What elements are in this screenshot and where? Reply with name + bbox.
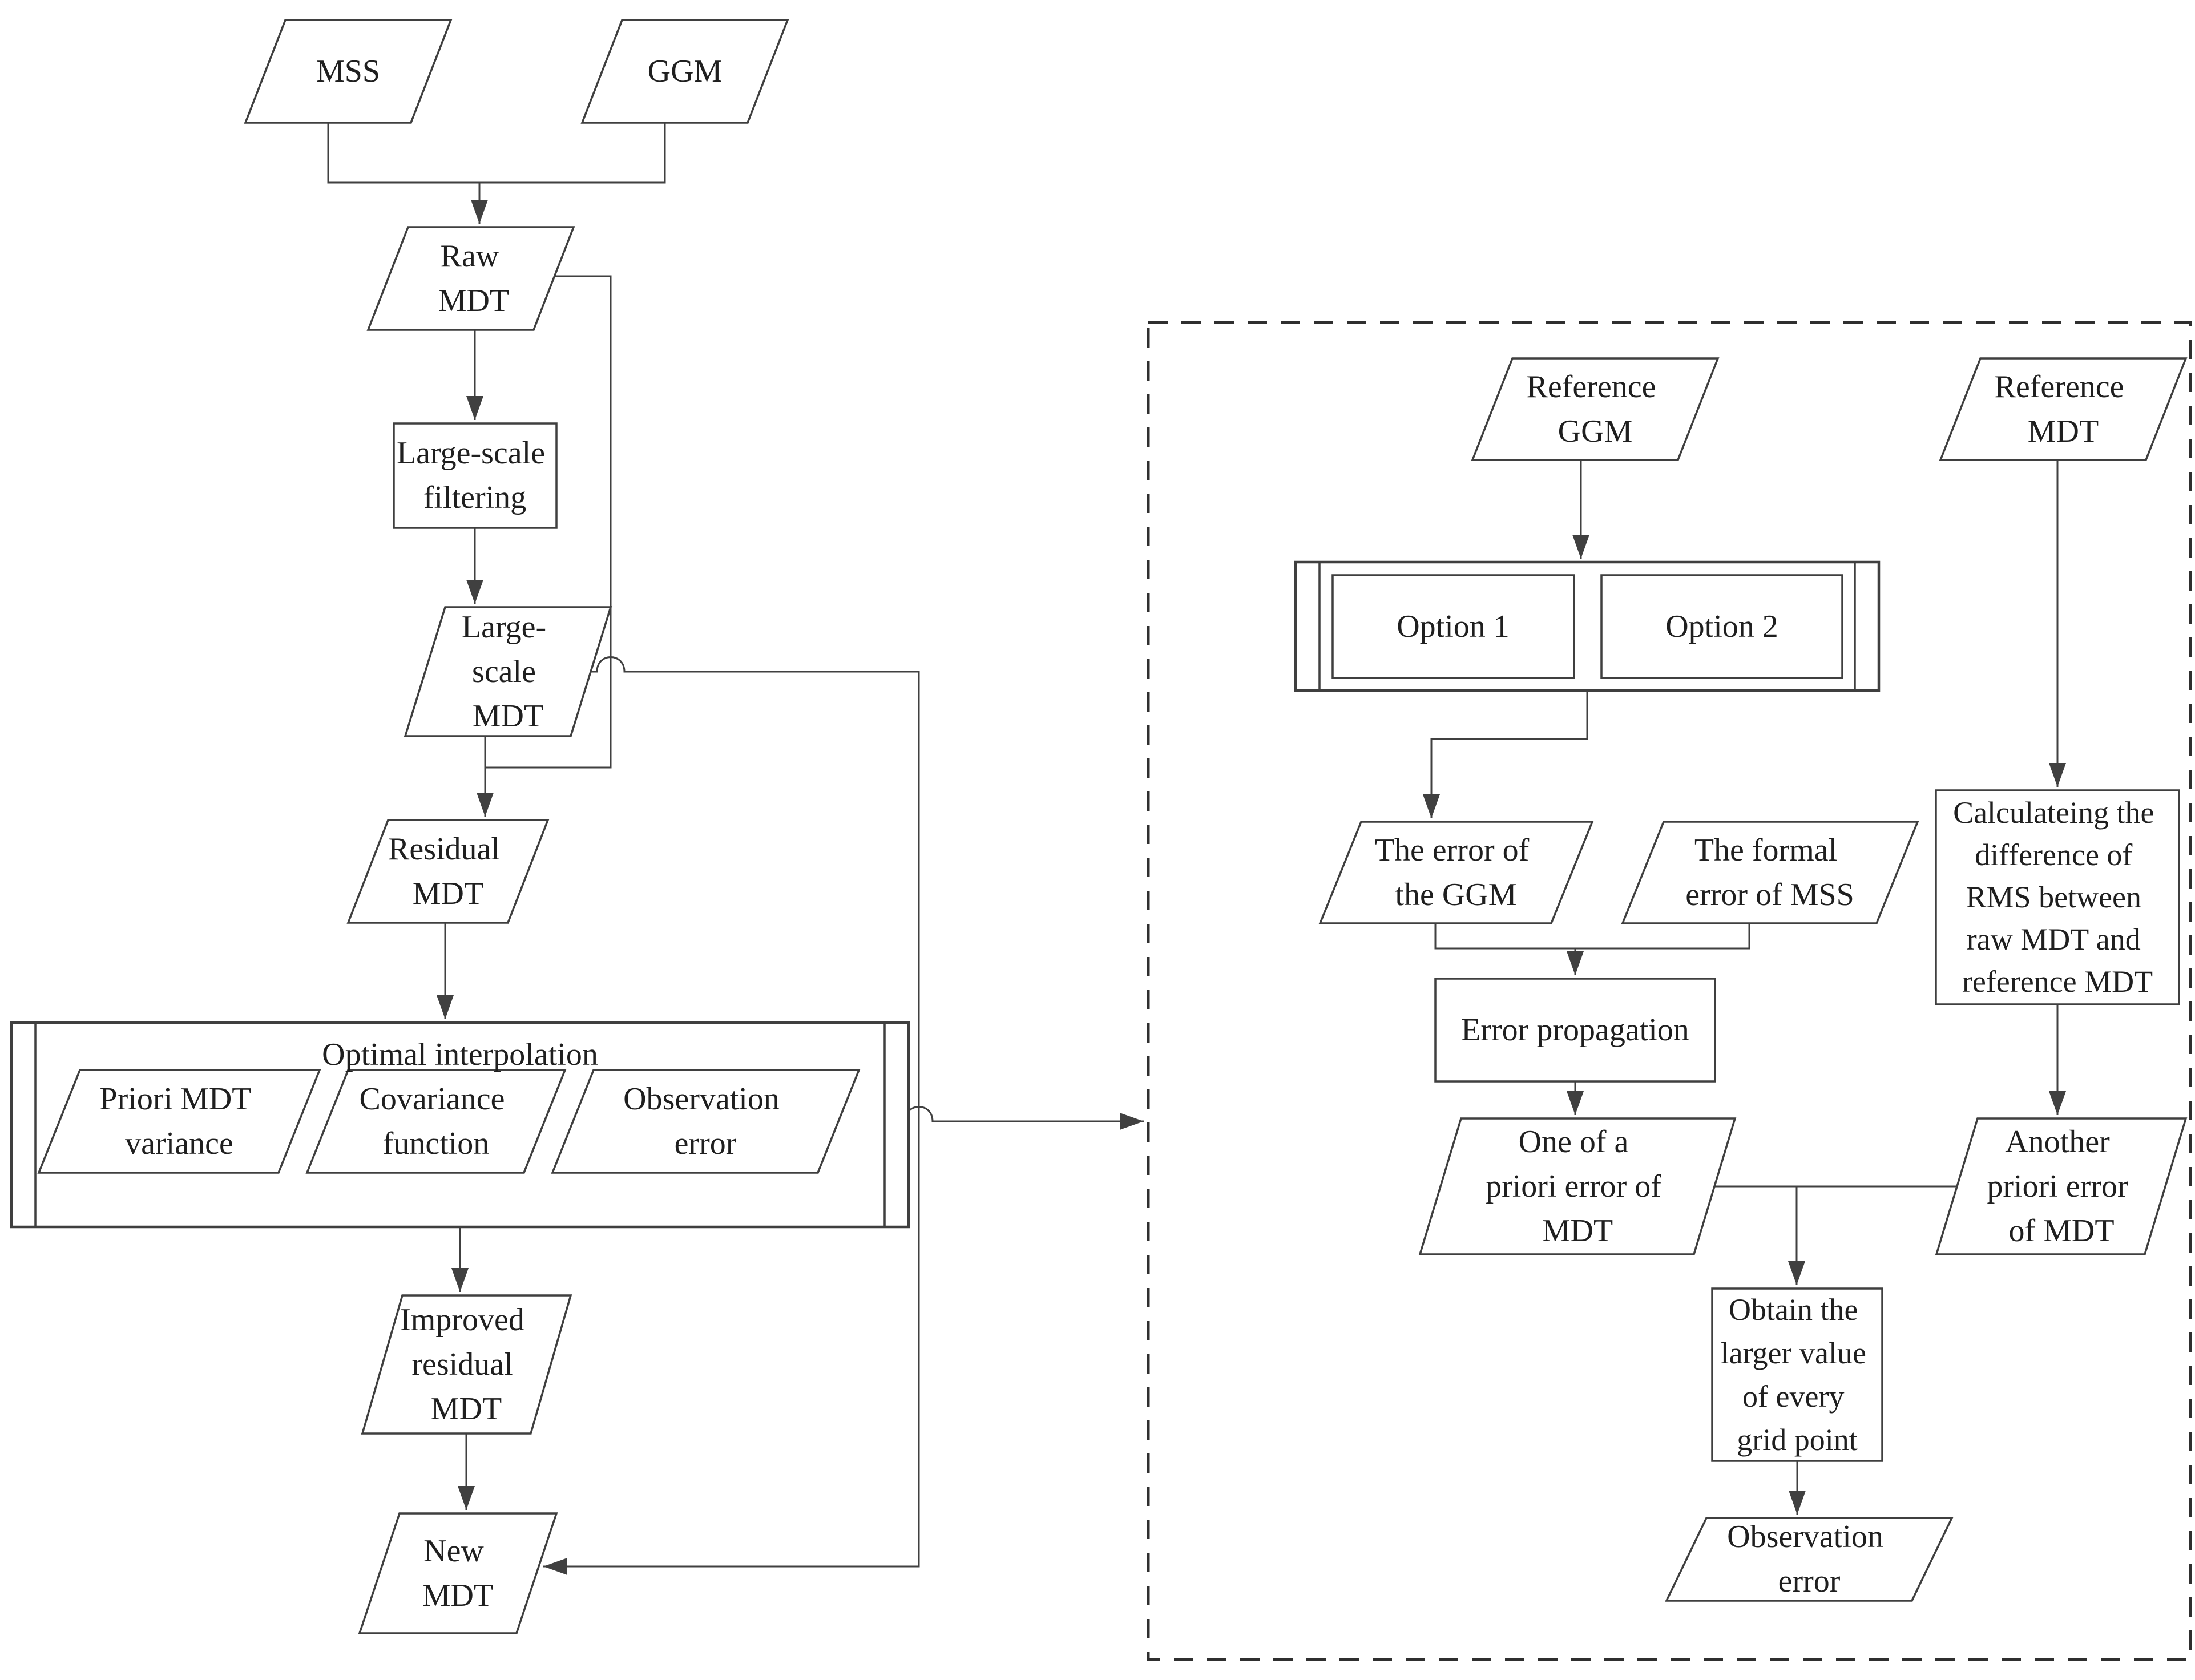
node-error-of-ggm-label: The error of the GGM xyxy=(1375,833,1538,912)
node-large-scale-mdt-shape xyxy=(404,606,612,737)
node-residual-mdt-shape xyxy=(346,819,550,924)
connector-mss-ggm-join xyxy=(327,123,666,184)
node-covariance-function-shape xyxy=(305,1069,567,1174)
node-ggm-label: GGM xyxy=(648,54,723,89)
node-new-mdt-shape xyxy=(358,1512,558,1634)
node-another-priori-error-shape xyxy=(1935,1117,2188,1255)
node-observation-error-left-label: Observation error xyxy=(623,1081,788,1161)
node-reference-ggm-label: Reference GGM xyxy=(1527,369,1664,449)
node-option-2-shape xyxy=(1600,574,1843,679)
node-observation-error-left-shape xyxy=(551,1069,861,1174)
node-error-propagation-label: Error propagation xyxy=(1461,1012,1689,1048)
node-obtain-larger-value-shape xyxy=(1711,1287,1883,1462)
node-improved-residual-mdt-shape xyxy=(361,1294,572,1435)
node-observation-error-right-shape xyxy=(1665,1517,1954,1602)
node-calc-rms-difference-label: Calculateing the difference of RMS betwe… xyxy=(1953,795,2162,999)
node-formal-error-of-mss-shape xyxy=(1621,821,1919,924)
node-priori-mdt-variance-shape xyxy=(37,1069,321,1174)
connector-large-scale-mdt-to-new-mdt xyxy=(543,656,920,1575)
node-priori-mdt-variance-label: Priori MDT variance xyxy=(100,1081,259,1161)
node-option-2-label: Option 2 xyxy=(1665,609,1778,644)
node-large-scale-mdt-label: Large- scale MDT xyxy=(462,609,554,734)
node-ggm-shape xyxy=(580,19,789,124)
node-reference-mdt-shape xyxy=(1939,357,2188,461)
node-obtain-larger-value-label: Obtain the larger value of every grid po… xyxy=(1721,1293,1874,1457)
node-formal-error-of-mss-label: The formal error of MSS xyxy=(1685,833,1854,912)
node-large-scale-filtering-shape xyxy=(393,422,558,529)
node-raw-mdt-shape xyxy=(366,226,575,331)
node-observation-error-right-label: Observation error xyxy=(1727,1519,1891,1599)
connector-errors-join xyxy=(1434,923,1750,950)
node-reference-mdt-label: Reference MDT xyxy=(1995,369,2132,449)
dashed-panel-border xyxy=(1147,321,2192,1661)
connector-raw-mdt-feedback xyxy=(485,275,612,769)
node-covariance-function-label: Covariance function xyxy=(360,1081,513,1161)
node-large-scale-filtering-label: Large-scale filtering xyxy=(397,435,553,515)
node-option-1-label: Option 1 xyxy=(1397,609,1510,644)
node-reference-ggm-shape xyxy=(1471,357,1720,461)
node-mss-label: MSS xyxy=(316,54,380,89)
optimal-interpolation-title: Optimal interpolation xyxy=(322,1037,598,1072)
node-residual-mdt-label: Residual MDT xyxy=(388,831,508,911)
node-raw-mdt-label: Raw MDT xyxy=(438,239,509,318)
node-calc-rms-difference-shape xyxy=(1935,789,2180,1005)
connector-options-to-error-of-ggm xyxy=(1423,690,1588,818)
node-one-priori-error-label: One of a priori error of MDT xyxy=(1486,1124,1669,1249)
node-option-1-shape xyxy=(1331,574,1575,679)
node-another-priori-error-label: Another priori error of MDT xyxy=(1987,1124,2136,1249)
node-mss-shape xyxy=(244,19,453,124)
node-new-mdt-label: New MDT xyxy=(422,1533,493,1613)
node-one-priori-error-shape xyxy=(1418,1117,1737,1255)
node-improved-residual-mdt-label: Improved residual MDT xyxy=(400,1302,532,1427)
node-error-propagation-shape xyxy=(1434,978,1716,1083)
node-error-of-ggm-shape xyxy=(1318,821,1594,924)
